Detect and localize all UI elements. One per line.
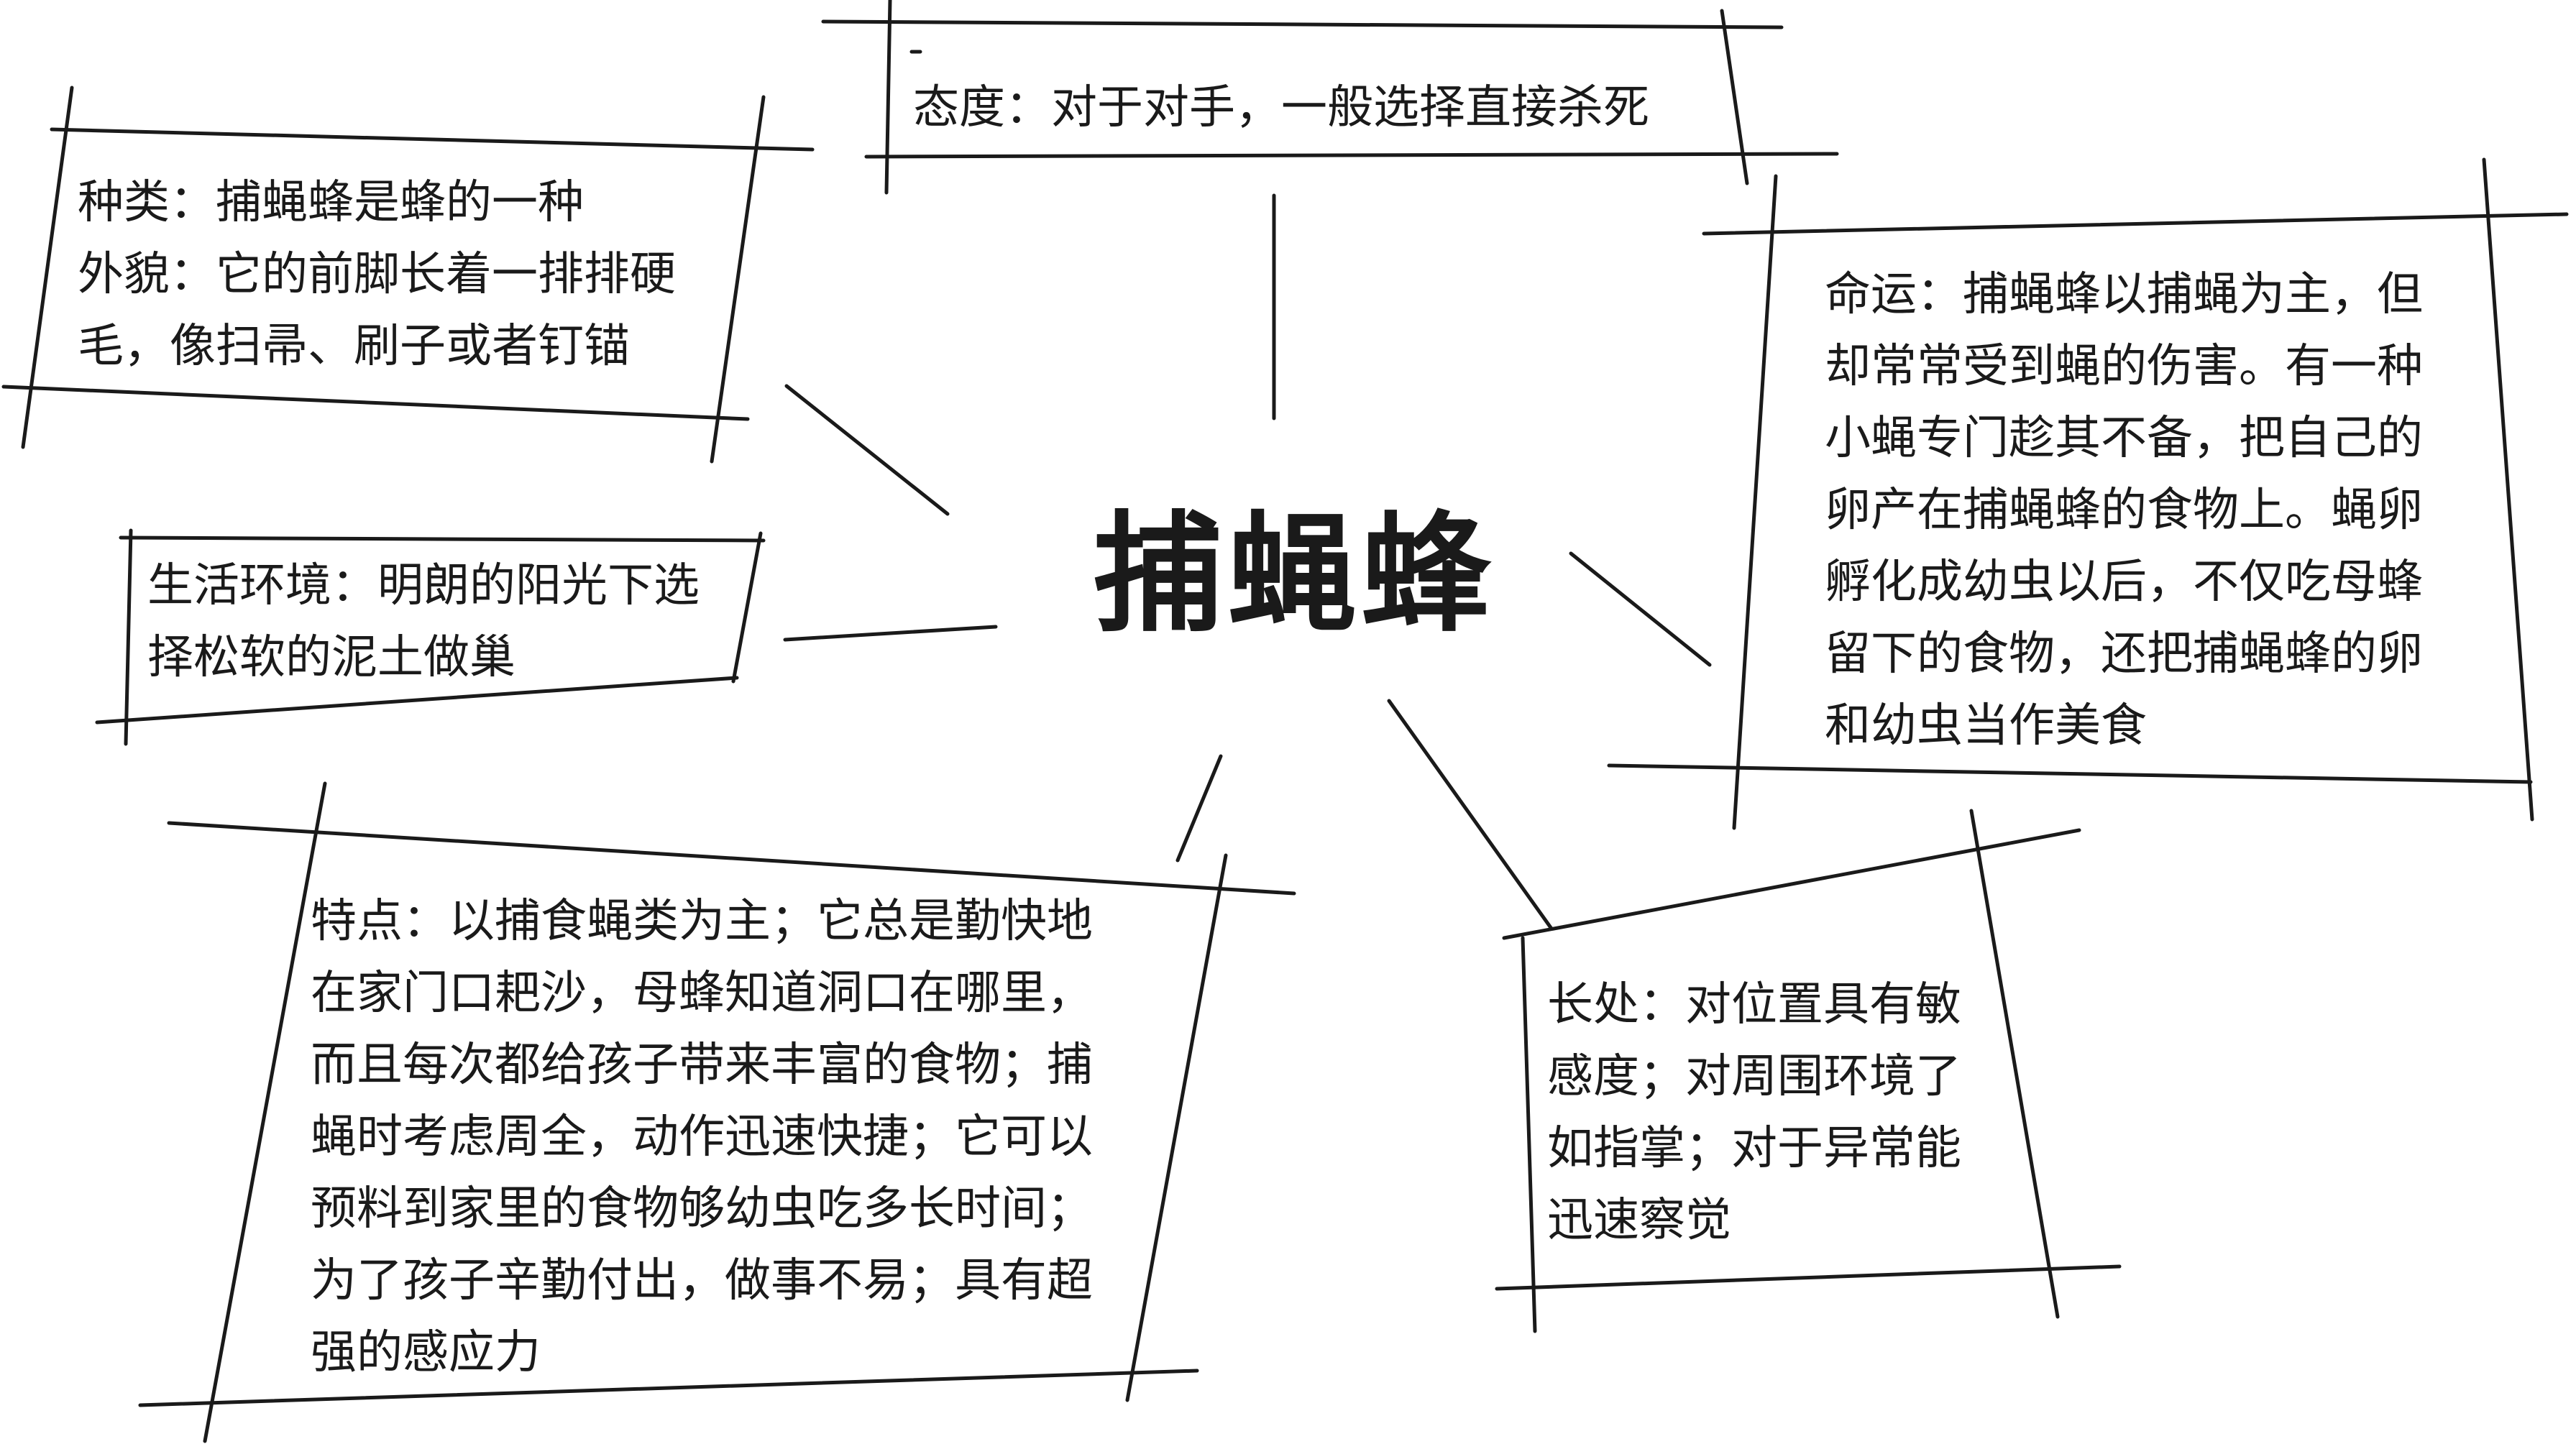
connector-fate [1569, 551, 1712, 667]
box-habitat-frame [95, 528, 766, 746]
node-line: 如指掌；对于异常能 [1547, 1122, 1961, 1175]
node-line: 蝇时考虑周全，动作迅速快捷；它可以 [311, 1110, 1093, 1164]
node-habitat-text: 生活环境：明朗的阳光下选 择松软的泥土做巢 [147, 550, 700, 694]
node-line: 毛，像扫帚、刷子或者钉锚 [78, 320, 630, 373]
node-line: 小蝇专门趁其不备，把自己的 [1825, 412, 2423, 465]
node-line: 迅速察觉 [1547, 1194, 1731, 1247]
node-line: 留下的食物，还把捕蝇蜂的卵 [1825, 627, 2423, 681]
node-attitude-text: 态度：对于对手，一般选择直接杀死 [913, 72, 1649, 144]
box-type-frame [1, 86, 815, 464]
node-line: 外貌：它的前脚长着一排排硬 [78, 248, 676, 301]
node-line: 在家门口耙沙，母蜂知道洞口在哪里， [311, 967, 1093, 1020]
box-strengths-frame [1495, 809, 2122, 1333]
node-line: 感度；对周围环境了 [1547, 1050, 1961, 1103]
box-attitude-frame [821, 0, 1839, 195]
node-line: 长处：对位置具有敏 [1547, 978, 1961, 1031]
node-features-text: 特点：以捕食蝇类为主；它总是勤快地 在家门口耙沙，母蜂知道洞口在哪里， 而且每次… [311, 886, 1093, 1389]
node-line: 预料到家里的食物够幼虫吃多长时间； [311, 1182, 1093, 1236]
box-fate-frame [1607, 157, 2569, 830]
node-line: 孵化成幼虫以后，不仅吃母蜂 [1825, 556, 2423, 609]
node-line: 强的感应力 [311, 1326, 541, 1379]
node-line: 而且每次都给孩子带来丰富的食物；捕 [311, 1039, 1093, 1092]
node-line: 却常常受到蝇的伤害。有一种 [1825, 340, 2423, 393]
connector-habitat [783, 625, 998, 642]
node-strengths-text: 长处：对位置具有敏 感度；对周围环境了 如指掌；对于异常能 迅速察觉 [1547, 969, 1961, 1256]
connector-strengths [1387, 699, 1554, 931]
node-line: 种类：捕蝇蜂是蜂的一种 [78, 176, 584, 229]
node-line: 命运：捕蝇蜂以捕蝇为主，但 [1825, 268, 2423, 321]
box-features-frame [138, 781, 1296, 1443]
connector-features [1175, 754, 1223, 863]
node-fate-text: 命运：捕蝇蜂以捕蝇为主，但 却常常受到蝇的伤害。有一种 小蝇专门趁其不备，把自己… [1825, 259, 2423, 762]
node-line: 择松软的泥土做巢 [147, 631, 515, 684]
node-type-text: 种类：捕蝇蜂是蜂的一种 外貌：它的前脚长着一排排硬 毛，像扫帚、刷子或者钉锚 [78, 167, 676, 382]
node-line: 卵产在捕蝇蜂的食物上。蝇卵 [1825, 484, 2423, 537]
node-line: 和幼虫当作美食 [1825, 699, 2147, 753]
node-line: 生活环境：明朗的阳光下选 [147, 559, 700, 612]
node-line: 特点：以捕食蝇类为主；它总是勤快地 [311, 895, 1093, 948]
node-line: 为了孩子辛勤付出，做事不易；具有超 [311, 1254, 1093, 1307]
center-topic-title: 捕蝇蜂 [1093, 500, 1495, 650]
connector-type [784, 384, 950, 516]
node-line: 态度：对于对手，一般选择直接杀死 [913, 81, 1649, 134]
